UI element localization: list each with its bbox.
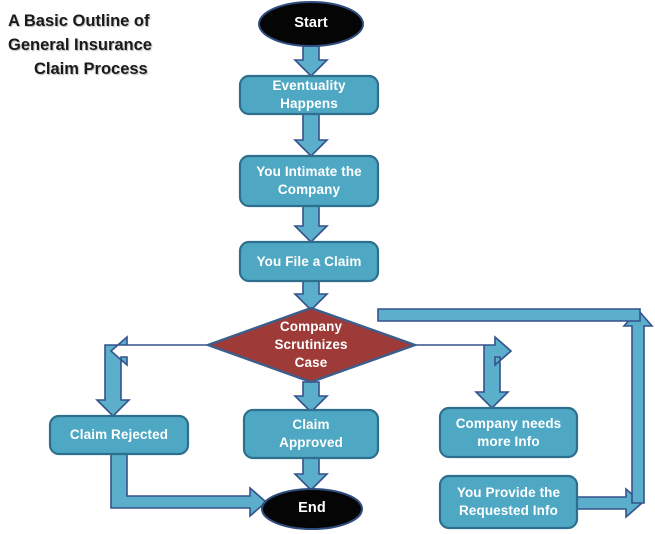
node-intimate-shape[interactable] [238,154,380,208]
diagram-title-line-3: Claim Process [34,59,148,78]
connector-decision-to-moreinfo [415,335,513,410]
node-provide-info-shape[interactable] [438,474,579,530]
connector-rejected-to-end [110,452,268,518]
connector-decision-to-approved [293,381,329,414]
diagram-title-line-1: A Basic Outline of [8,12,150,30]
node-decision-shape[interactable] [204,306,419,384]
connector-eventuality-to-intimate [293,113,329,158]
connector-loop-horizontal-top [377,308,641,322]
diagram-title-line-2: General Insurance [8,35,152,54]
node-more-info-shape[interactable] [438,406,579,459]
node-file-claim-shape[interactable] [238,240,380,283]
node-start-shape[interactable] [258,1,364,47]
node-end-shape[interactable] [261,488,363,530]
connector-approved-to-end [293,456,329,492]
connector-intimate-to-file [293,205,329,244]
connector-provide-to-decision-loop [576,487,644,519]
connector-loop-vertical-right [622,308,654,504]
connector-file-to-decision [293,280,329,312]
node-claim-rejected-shape[interactable] [48,414,190,456]
node-eventuality-shape[interactable] [238,74,380,116]
connector-start-to-eventuality [293,45,329,78]
node-claim-approved-shape[interactable] [242,408,380,460]
connector-decision-to-rejected [95,335,208,418]
